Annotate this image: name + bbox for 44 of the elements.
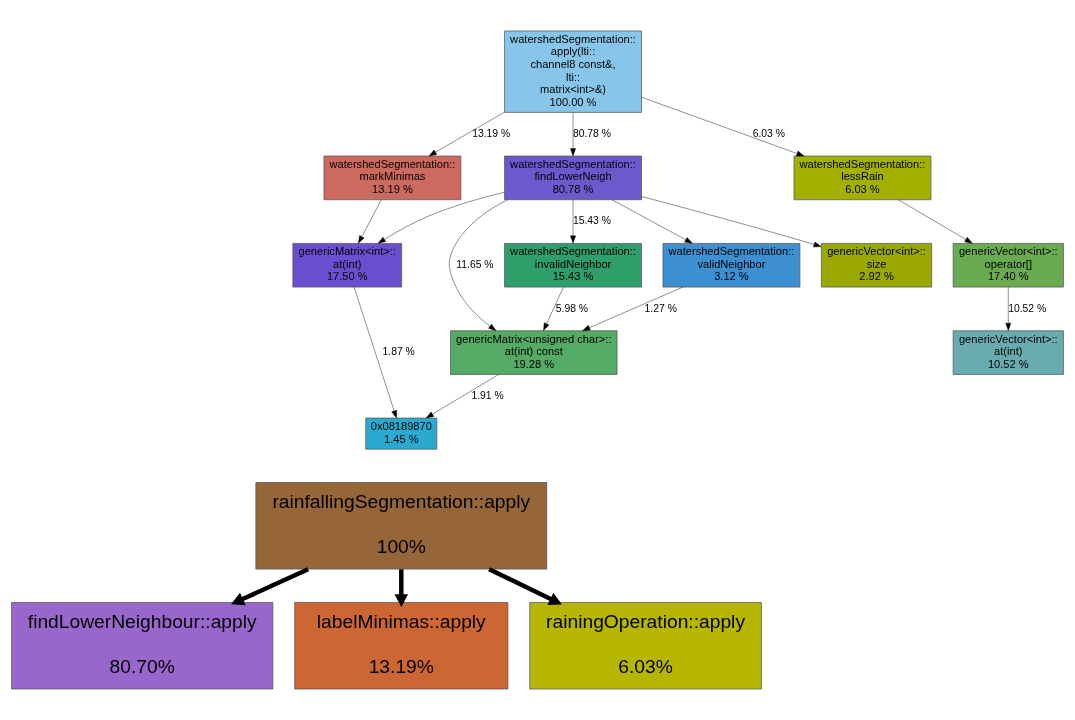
edge-label: 1.91 % (471, 390, 504, 402)
arrow (428, 111, 505, 157)
edge-label: 5.98 % (555, 302, 589, 314)
arrow (611, 199, 693, 244)
arrow (394, 569, 409, 608)
node-box: genericMatrix<unsigned char>::at(int) const 19.28 % (450, 330, 618, 375)
node-box: genericMatrix<int>::at(int) 17.50 % (292, 243, 403, 288)
edge-label: 6.03 % (752, 127, 785, 139)
edge-label: 13.19 % (472, 127, 511, 139)
node-box: findLowerNeighbour::apply 80.70% (11, 602, 274, 690)
arrow (543, 287, 564, 331)
arrow (898, 199, 973, 244)
arrow (358, 199, 382, 244)
arrow (641, 196, 822, 248)
node-box: genericVector<int>::size 2.92 % (821, 243, 933, 288)
node-box: rainingOperation::apply 6.03% (529, 602, 762, 690)
node-box: watershedSegmentation::lessRain 6.03 % (793, 155, 932, 201)
node-box: watershedSegmentation::findLowerNeigh 80.78 % (504, 155, 642, 201)
arrow (1005, 287, 1012, 331)
arrow (570, 112, 576, 157)
node-box: labelMinimas::apply 13.19% (294, 602, 509, 690)
arrow (449, 199, 508, 331)
edge-label: 11.65 % (456, 258, 494, 270)
node-box: rainfallingSegmentation::apply 100% (255, 482, 548, 570)
arrow (582, 286, 684, 331)
arrow (377, 191, 505, 244)
arrow (570, 199, 576, 244)
edge-label: 80.78 % (572, 127, 611, 139)
edge-label: 15.43 % (572, 215, 611, 227)
edge-label: 1.27 % (644, 302, 677, 314)
arrow (425, 374, 499, 419)
arrow (353, 286, 397, 419)
node-box: genericVector<int>::at(int) 10.52 % (952, 330, 1064, 375)
edge-label: 10.52 % (1008, 302, 1047, 314)
node-box: genericVector<int>::operator[] 17.40 % (952, 243, 1064, 288)
arrow (231, 567, 310, 606)
node-box: 0x08189870 1.45 % (365, 417, 438, 450)
arrow (488, 567, 562, 605)
node-box: watershedSegmentation::markMinimas 13.19 % (323, 155, 462, 201)
arrow (641, 97, 805, 157)
node-box: watershedSegmentation::apply(lti::channel8 const&, lti::matrix<int>&) 100.00 % (504, 30, 642, 113)
node-box: watershedSegmentation::invalidNeighbor 15.43 % (504, 243, 642, 288)
edge-label: 1.87 % (382, 346, 415, 358)
node-box: watershedSegmentation::validNeighbor 3.12 % (662, 243, 801, 288)
